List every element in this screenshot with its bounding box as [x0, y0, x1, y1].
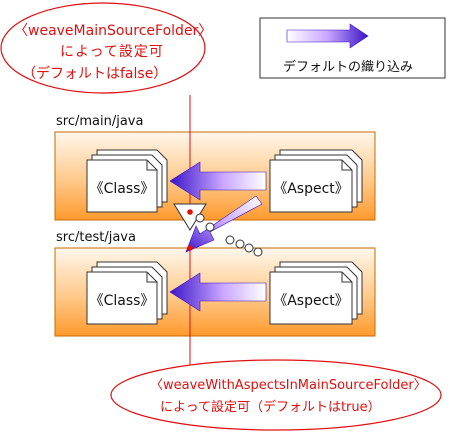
test-class-label: 《Class》: [89, 293, 155, 309]
main-class-label: 《Class》: [89, 181, 155, 197]
callout-bottom-ellipse: [110, 359, 442, 431]
test-folder-label: src/test/java: [56, 230, 136, 245]
cross-weave-arrow: [185, 195, 263, 253]
test-weave-arrow: [169, 272, 267, 312]
callout-top-line2: によって設定可: [60, 44, 164, 60]
callout-top-ellipse: [0, 2, 206, 94]
main-class-doc-stack: [86, 149, 168, 213]
callout-top-line3: （デフォルトはfalse）: [22, 66, 168, 82]
legend-arrow: [286, 23, 369, 49]
callout-bottom-line1: 〈weaveWithAspectsInMainSourceFolder〉: [150, 378, 427, 393]
main-aspect-label: 《Aspect》: [273, 181, 349, 197]
test-aspect-label: 《Aspect》: [273, 293, 349, 309]
test-class-doc-stack: [86, 261, 168, 325]
main-folder-label: src/main/java: [56, 114, 144, 129]
main-aspect-doc-stack: [269, 149, 363, 213]
disabled-weave-dots: [195, 213, 263, 257]
main-weave-arrow: [169, 161, 267, 201]
test-aspect-doc-stack: [269, 261, 363, 325]
callout-top-line1: 〈weaveMainSourceFolder〉: [14, 23, 213, 39]
callout-bottom-line2: によって設定可（デフォルトはtrue）: [160, 400, 381, 415]
legend-label: デフォルトの織り込み: [283, 60, 414, 75]
